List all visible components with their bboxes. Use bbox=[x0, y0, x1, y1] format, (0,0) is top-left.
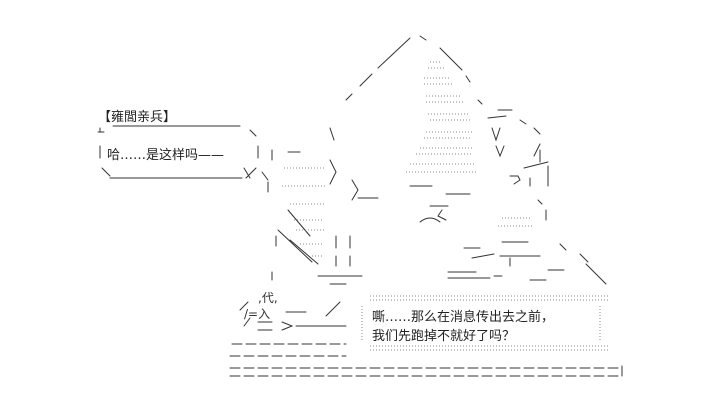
ground-lines bbox=[229, 343, 623, 377]
dialogue-line-1: 嘶……那么在消息传出去之前， bbox=[372, 310, 555, 325]
left-speech-bubble bbox=[97, 125, 259, 179]
svg-text:/=入: /=入 bbox=[244, 307, 270, 321]
dotted-shading bbox=[282, 61, 608, 351]
bubble-dialogue: 哈……是这样吗—— bbox=[107, 148, 225, 163]
hooded-figure-outline bbox=[239, 35, 607, 331]
dialogue-line-2: 我们先跑掉不就好了吗？ bbox=[372, 329, 516, 344]
svg-text:,代,: ,代, bbox=[258, 291, 278, 305]
speaker-name: 【雍閭亲兵】 bbox=[98, 110, 177, 125]
